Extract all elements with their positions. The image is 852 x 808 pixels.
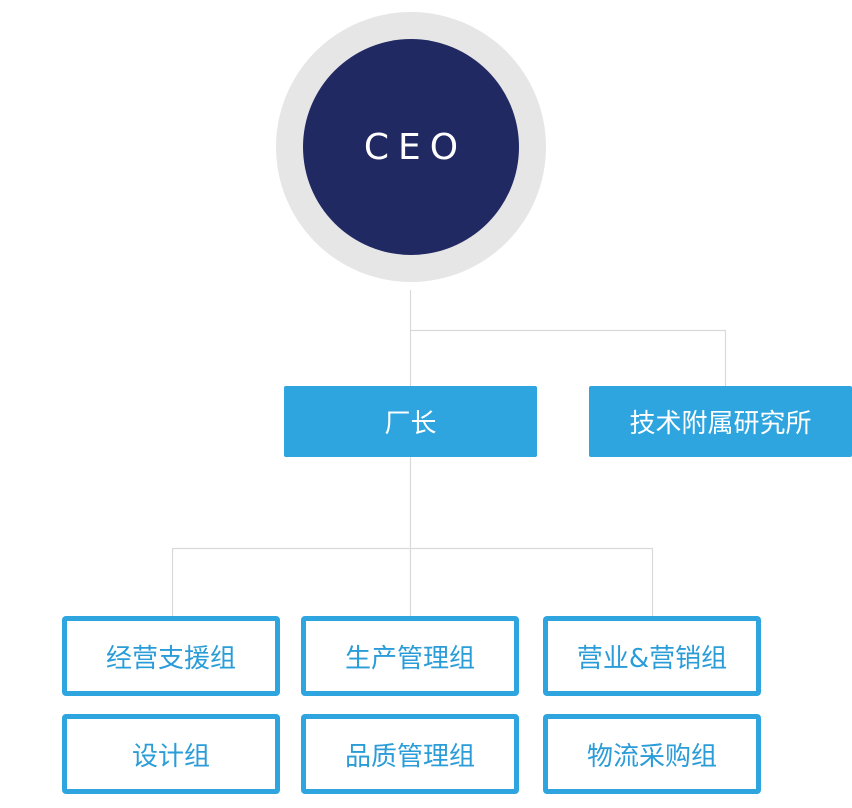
node-logistics-purchasing-label: 物流采购组 bbox=[586, 741, 717, 772]
node-ops-support-label: 经营支援组 bbox=[105, 643, 236, 674]
node-ops-support: 经营支援组 bbox=[62, 616, 280, 696]
node-production-mgmt-label: 生产管理组 bbox=[344, 643, 475, 674]
node-tech-institute: 技术附属研究所 bbox=[589, 386, 852, 457]
node-design: 设计组 bbox=[62, 714, 280, 794]
ceo-node-ring: CEO bbox=[276, 12, 546, 282]
node-sales-marketing-label: 营业&营销组 bbox=[576, 643, 728, 674]
node-quality-mgmt-label: 品质管理组 bbox=[344, 741, 475, 772]
node-sales-marketing: 营业&营销组 bbox=[543, 616, 761, 696]
node-design-label: 设计组 bbox=[131, 741, 210, 772]
node-quality-mgmt: 品质管理组 bbox=[301, 714, 519, 794]
node-production-mgmt: 生产管理组 bbox=[301, 616, 519, 696]
node-factory-director-label: 厂长 bbox=[384, 409, 437, 439]
node-logistics-purchasing: 物流采购组 bbox=[543, 714, 761, 794]
ceo-label: CEO bbox=[363, 126, 468, 168]
ceo-node: CEO bbox=[303, 39, 519, 255]
node-tech-institute-label: 技术附属研究所 bbox=[629, 409, 812, 439]
node-factory-director: 厂长 bbox=[284, 386, 537, 457]
